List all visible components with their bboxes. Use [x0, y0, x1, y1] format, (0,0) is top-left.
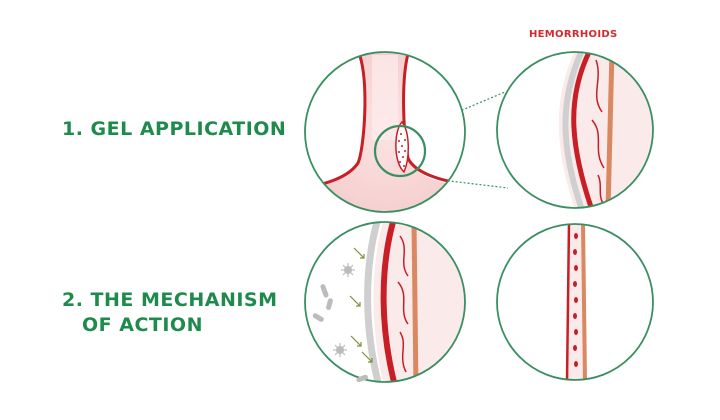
vessel-wall-zoom-icon — [496, 51, 654, 209]
anus-cross-section-icon — [304, 51, 466, 213]
step-1-title: 1. GEL APPLICATION — [62, 118, 287, 140]
healed-vessel-icon — [496, 223, 654, 381]
step-2-title-line1: 2. THE MECHANISM — [62, 289, 278, 311]
magnifier-circle-icon — [373, 124, 427, 178]
bacteria-particles-icon — [312, 263, 368, 383]
mechanism-of-action-icon — [304, 221, 466, 383]
hemorrhoids-label: HEMORRHOIDS — [529, 29, 618, 40]
step-2-title-line2: OF ACTION — [82, 314, 203, 336]
gel-arrows-icon — [349, 247, 373, 363]
